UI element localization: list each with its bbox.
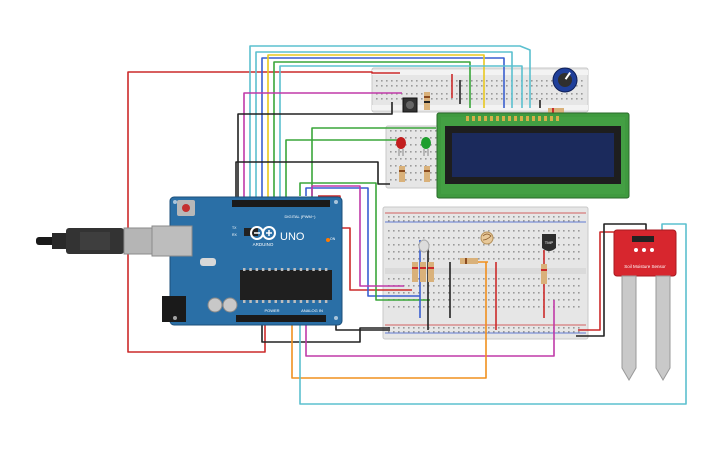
usb-port (151, 225, 193, 257)
green-led[interactable] (421, 137, 431, 156)
wire-green-lcd[interactable] (311, 127, 436, 205)
lcd-display[interactable] (436, 112, 630, 199)
resistor-led-2[interactable] (424, 166, 430, 182)
tmp-label: TMP (545, 240, 554, 245)
temperature-sensor[interactable]: TMP (542, 234, 556, 251)
wire-black-top[interactable] (237, 102, 393, 205)
wire-green-1[interactable] (273, 61, 471, 205)
arduino-logo-icon (250, 226, 276, 240)
wire-cyan-3[interactable] (279, 65, 523, 205)
resistor-pot[interactable] (548, 108, 564, 113)
wire-cyan-1[interactable] (249, 45, 531, 205)
usb-cable[interactable] (36, 227, 155, 255)
resistor-led-1[interactable] (399, 166, 405, 182)
digital-header[interactable] (232, 200, 330, 207)
capacitor-1 (207, 297, 223, 313)
wire-red-main[interactable] (318, 195, 412, 291)
atmega-chip (240, 270, 332, 300)
power-label: POWER (264, 308, 279, 313)
on-led (326, 238, 330, 242)
resistor-main-4[interactable] (460, 258, 478, 264)
wire-magenta-analog[interactable] (305, 300, 555, 357)
arduino-model: UNO (280, 231, 305, 243)
lcd-screen (452, 133, 614, 177)
soil-moisture-sensor[interactable]: Soil Moisture Sensor (613, 229, 677, 381)
wire-green-main[interactable] (299, 182, 430, 301)
wire-blue-1[interactable] (261, 57, 505, 205)
wire-magenta-button[interactable] (243, 92, 402, 205)
led-clear[interactable] (418, 239, 430, 253)
on-label: ON (330, 237, 336, 241)
wire-orange-analog[interactable] (291, 262, 487, 379)
power-analog-header[interactable] (236, 315, 326, 322)
crystal (200, 258, 216, 266)
wire-yellow-1[interactable] (267, 54, 485, 205)
red-led[interactable] (396, 137, 406, 156)
arduino-brand: ARDUINO (253, 242, 274, 247)
resistor-main-2[interactable] (420, 262, 426, 282)
wire-magenta-main[interactable] (311, 185, 404, 287)
wire-cyan-2[interactable] (255, 51, 513, 205)
resistor-main-5[interactable] (541, 264, 547, 284)
resistor-main-3[interactable] (428, 262, 434, 282)
arduino-uno-board[interactable]: ARDUINO UNO DIGITAL (PWM~) POWER ANALOG … (36, 196, 343, 326)
wire-black-led[interactable] (235, 161, 390, 205)
rx-label: RX (232, 233, 238, 237)
wire-blue-main[interactable] (305, 187, 420, 297)
wire-black-soil[interactable] (576, 223, 647, 337)
wire-green-led[interactable] (285, 139, 398, 205)
wire-red-power-loop[interactable] (127, 71, 400, 353)
tx-label: TX (232, 226, 237, 230)
wire-black-gnd-board[interactable] (261, 322, 390, 343)
resistors (399, 92, 564, 284)
soil-sensor-label: Soil Moisture Sensor (624, 264, 666, 269)
analog-label: ANALOG IN (301, 308, 323, 313)
resistor-main-1[interactable] (412, 262, 418, 282)
digital-label: DIGITAL (PWM~) (285, 214, 317, 219)
wire-cyan-analog[interactable] (299, 223, 687, 405)
photoresistor[interactable] (480, 231, 494, 245)
resistor-top[interactable] (424, 92, 430, 110)
potentiometer[interactable] (552, 67, 578, 93)
push-button[interactable] (402, 97, 418, 113)
capacitor-2 (222, 297, 238, 313)
led-breadboard[interactable] (385, 125, 443, 189)
lcd-pins (466, 116, 559, 121)
